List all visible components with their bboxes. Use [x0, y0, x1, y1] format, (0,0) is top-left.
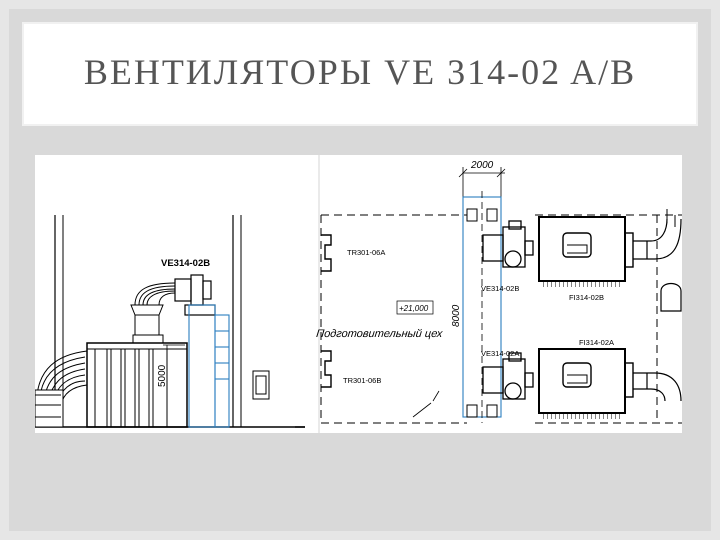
title-box: ВЕНТИЛЯТОРЫ VE 314-02 A/B [24, 24, 696, 124]
plan-view: TR301-06A TR301-06B Подготовительный цех… [316, 155, 682, 433]
drawing-svg: VE314-02B 5000 [34, 155, 682, 433]
filter-fi314-02b [538, 216, 634, 287]
fan-ve314-02a [482, 352, 534, 400]
door [252, 370, 270, 400]
tr-unit-a [321, 234, 332, 272]
riser-duct [130, 282, 176, 336]
curved-duct [34, 350, 88, 428]
filter-cabin [86, 334, 188, 428]
label-fi314-02a: FI314-02A [579, 338, 614, 347]
label-fi314-02b: FI314-02B [569, 293, 604, 302]
left-elevation-view: VE314-02B 5000 [34, 215, 305, 428]
tr-unit-b [321, 350, 332, 388]
outlet-duct-bottom [633, 372, 682, 402]
label-ve314-02a: VE314-02A [481, 349, 519, 358]
technical-drawing: VE314-02B 5000 [34, 155, 682, 433]
dimension-2000 [458, 167, 506, 205]
dimension-8000-text: 8000 [451, 304, 462, 327]
slide-title: ВЕНТИЛЯТОРЫ VE 314-02 A/B [83, 52, 637, 92]
fan-ve314-02b [482, 220, 534, 268]
elevation-mark: +21,000 [396, 300, 434, 315]
label-tr301-06a: TR301-06A [347, 248, 385, 257]
dimension-5000 [163, 344, 185, 427]
dimension-2000-text: 2000 [470, 160, 494, 171]
svg-text:+21,000: +21,000 [399, 304, 429, 313]
label-ve314-02b-elevation: VE314-02B [161, 258, 210, 269]
room-outline [320, 214, 467, 424]
label-ve314-02b: VE314-02B [481, 284, 519, 293]
support-frame-highlight [188, 304, 230, 428]
room-label: Подготовительный цех [316, 328, 444, 340]
dimension-5000-text: 5000 [157, 364, 168, 387]
fan-unit-elevation [174, 274, 216, 316]
label-tr301-06b: TR301-06B [343, 376, 381, 385]
arch-opening [660, 282, 682, 312]
outlet-duct-top [633, 218, 682, 260]
filter-fi314-02a [538, 348, 634, 419]
